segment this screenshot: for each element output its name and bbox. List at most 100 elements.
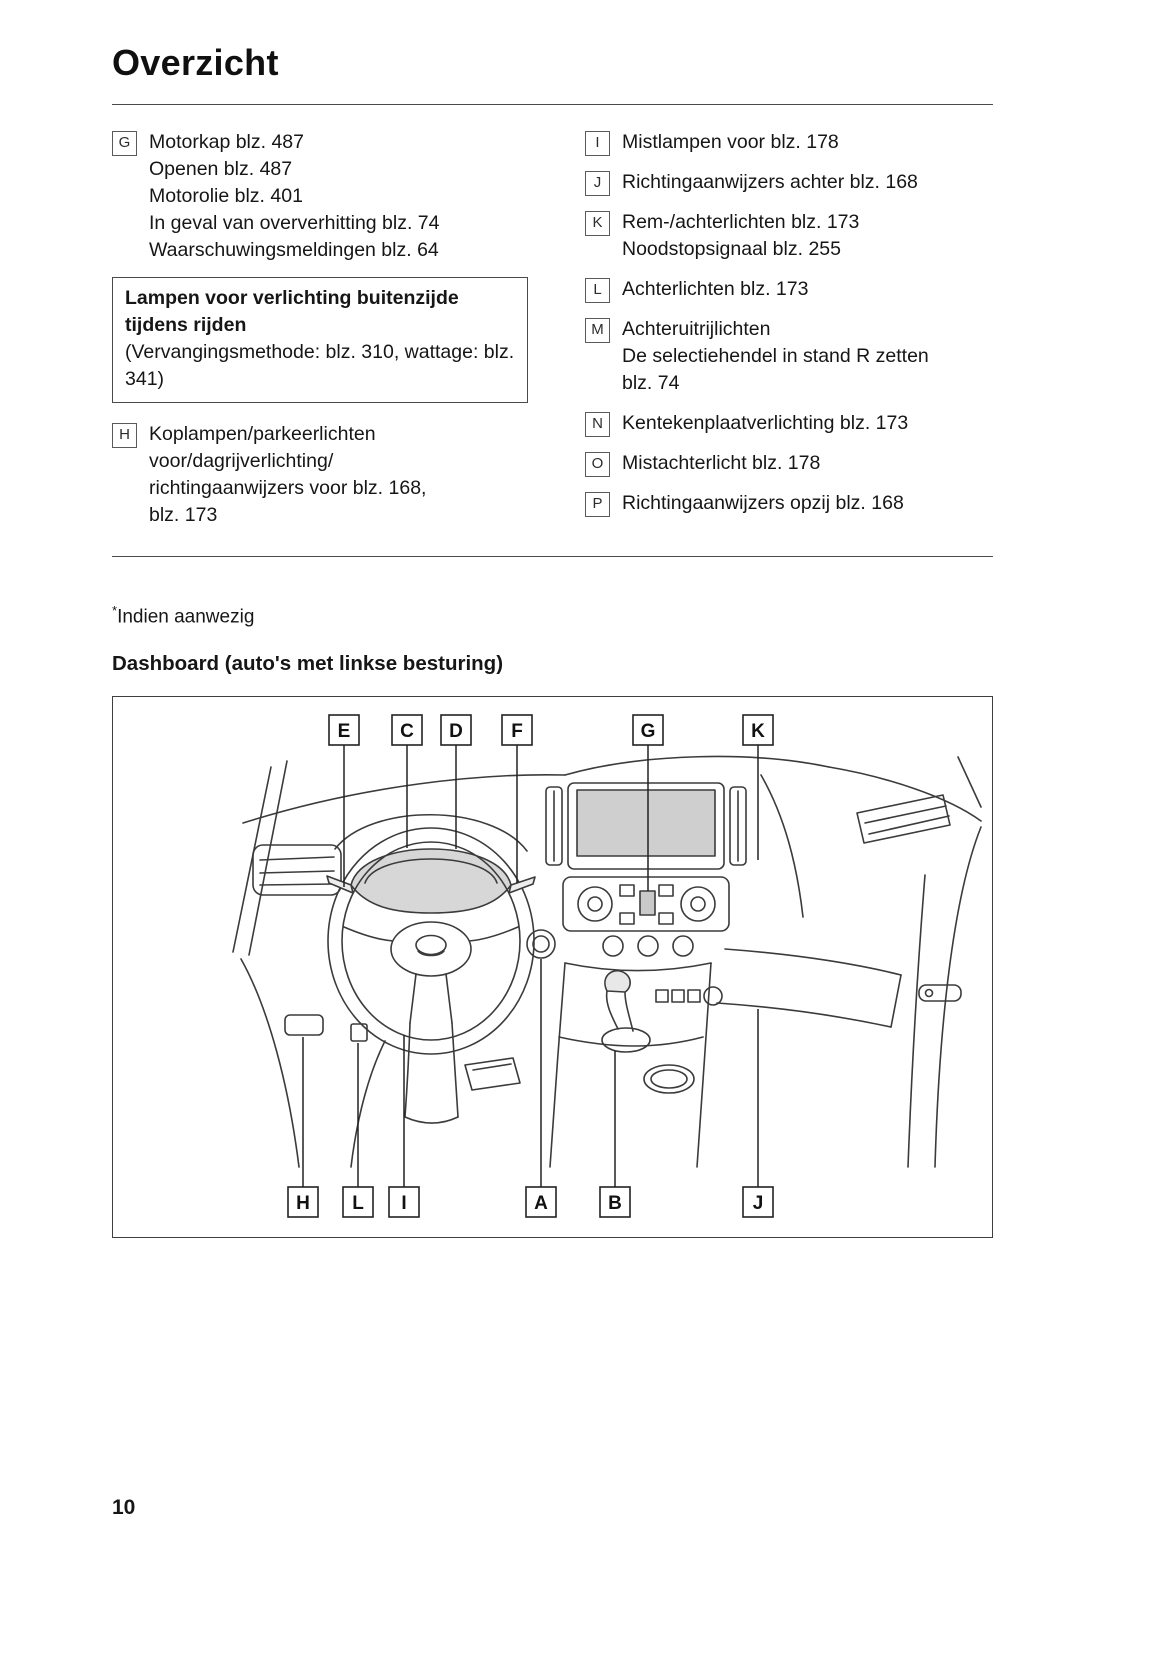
console-buttons (655, 986, 723, 1007)
dashboard-drawing (232, 756, 982, 1169)
key-label-K: K (585, 211, 610, 236)
svg-text:A: A (534, 1193, 548, 1214)
legend-line: voor/dagrijverlichting/ (149, 450, 334, 472)
glove-box (716, 948, 902, 1029)
legend-line: richtingaanwijzers voor blz. 168, (149, 477, 427, 499)
legend-line: De selectiehendel in stand R zetten (622, 345, 929, 367)
legend-item-I: I Mistlampen voor blz. 178 (585, 129, 993, 156)
legend-item-J: J Richtingaanwijzers achter blz. 168 (585, 169, 993, 196)
legend-item-N: N Kentekenplaatverlichting blz. 173 (585, 410, 993, 437)
legend-item-O: O Mistachterlicht blz. 178 (585, 450, 993, 477)
callout-J: J (742, 1186, 774, 1219)
dashboard-illustration: E C D F G (232, 714, 982, 1219)
bottom-divider (112, 556, 993, 557)
legend-line: Motorkap blz. 487 (149, 131, 305, 153)
callout-B: B (599, 1186, 631, 1219)
callout-C: C (391, 714, 423, 747)
callout-K: K (742, 714, 774, 747)
left-air-vent (252, 844, 342, 897)
legend-line: Richtingaanwijzers achter blz. 168 (622, 171, 918, 193)
legend-item-G: G Motorkap blz. 487 Openen blz. 487 Moto… (112, 129, 585, 264)
svg-text:K: K (751, 721, 765, 742)
note-box-title: Lampen voor verlichting buitenzijde tijd… (125, 287, 459, 336)
svg-text:L: L (352, 1193, 364, 1214)
door-panel (907, 826, 982, 1169)
hazard-button (639, 890, 656, 917)
note-box-body: (Vervangingsmethode: blz. 310, wattage: … (125, 341, 515, 390)
legend-column-right: I Mistlampen voor blz. 178 J Richtingaan… (585, 129, 993, 542)
svg-text:D: D (449, 721, 463, 742)
legend-line: blz. 74 (622, 372, 680, 394)
legend-item-P: P Richtingaanwijzers opzij blz. 168 (585, 490, 993, 517)
steering-emblem (415, 935, 447, 956)
audio-knob-row (602, 935, 694, 958)
callout-G: G (632, 714, 664, 747)
legend-columns: G Motorkap blz. 487 Openen blz. 487 Moto… (112, 129, 993, 542)
gear-shifter (601, 970, 651, 1054)
key-label-H: H (112, 423, 137, 448)
legend-line: Achterlichten blz. 173 (622, 278, 809, 300)
legend-line: Waarschuwingsmeldingen blz. 64 (149, 239, 439, 261)
legend-item-K: K Rem-/achterlichten blz. 173 Noodstopsi… (585, 209, 993, 263)
callout-F: F (501, 714, 533, 747)
legend-line: In geval van oververhitting blz. 74 (149, 212, 440, 234)
center-console (549, 962, 712, 1169)
a-pillar-left (232, 766, 272, 954)
lighting-note-box: Lampen voor verlichting buitenzijde tijd… (112, 277, 528, 403)
page-title: Overzicht (112, 42, 279, 83)
svg-text:F: F (511, 721, 523, 742)
page-number: 10 (112, 1496, 136, 1519)
legend-line: blz. 173 (149, 504, 218, 526)
a-pillar-right (957, 756, 982, 809)
legend-item-H: H Koplampen/parkeerlichten voor/dagrijve… (112, 421, 585, 529)
legend-line: Noodstopsignaal blz. 255 (622, 238, 841, 260)
legend-line: Openen blz. 487 (149, 158, 293, 180)
callout-E: E (328, 714, 360, 747)
legend-text-H: Koplampen/parkeerlichten voor/dagrijverl… (149, 421, 426, 529)
top-divider (112, 104, 993, 105)
instrument-cluster (350, 848, 512, 915)
callout-L: L (342, 1186, 374, 1219)
legend-line: Motorolie blz. 401 (149, 185, 303, 207)
binnacle-hood (334, 814, 528, 853)
svg-text:E: E (338, 721, 351, 742)
legend-line: Koplampen/parkeerlichten (149, 423, 376, 445)
cup-holder (643, 1064, 695, 1095)
legend-line: Mistlampen voor blz. 178 (622, 131, 839, 153)
footnote-asterisk: * (112, 603, 118, 618)
small-switch (350, 1023, 368, 1043)
callout-D: D (440, 714, 472, 747)
right-air-vent (856, 794, 951, 845)
legend-line: Rem-/achterlichten blz. 173 (622, 211, 860, 233)
dashboard-heading: Dashboard (auto's met linkse besturing) (112, 652, 504, 676)
legend-line: Mistachterlicht blz. 178 (622, 452, 821, 474)
footnote: *Indien aanwezig (112, 603, 993, 628)
key-label-N: N (585, 412, 610, 437)
footnote-text: Indien aanwezig (117, 606, 255, 628)
left-stalk (326, 875, 354, 895)
legend-line: Achteruitrijlichten (622, 318, 771, 340)
headlight-switch-panel (284, 1014, 324, 1037)
engine-start-button (526, 929, 556, 960)
right-stalk (508, 876, 536, 895)
climate-controls (562, 876, 730, 933)
legend-text-G: Motorkap blz. 487 Openen blz. 487 Motoro… (149, 129, 440, 264)
key-label-L: L (585, 278, 610, 303)
callouts: E C D F G (287, 714, 774, 1219)
legend-line: Kentekenplaatverlichting blz. 173 (622, 412, 909, 434)
svg-text:B: B (608, 1193, 622, 1214)
callout-leader-lines (302, 745, 759, 1188)
door-handle (918, 984, 962, 1003)
driver-knee-panel (240, 958, 386, 1169)
svg-text:H: H (296, 1193, 310, 1214)
dash-top-edge (242, 774, 566, 825)
callout-I: I (388, 1186, 420, 1219)
key-label-M: M (585, 318, 610, 343)
key-label-J: J (585, 171, 610, 196)
callout-H: H (287, 1186, 319, 1219)
key-label-I: I (585, 131, 610, 156)
svg-text:J: J (753, 1193, 764, 1214)
steering-wheel (327, 827, 535, 1056)
legend-column-left: G Motorkap blz. 487 Openen blz. 487 Moto… (112, 129, 585, 542)
manual-page: Overzicht G Motorkap blz. 487 Openen blz… (112, 0, 993, 1239)
